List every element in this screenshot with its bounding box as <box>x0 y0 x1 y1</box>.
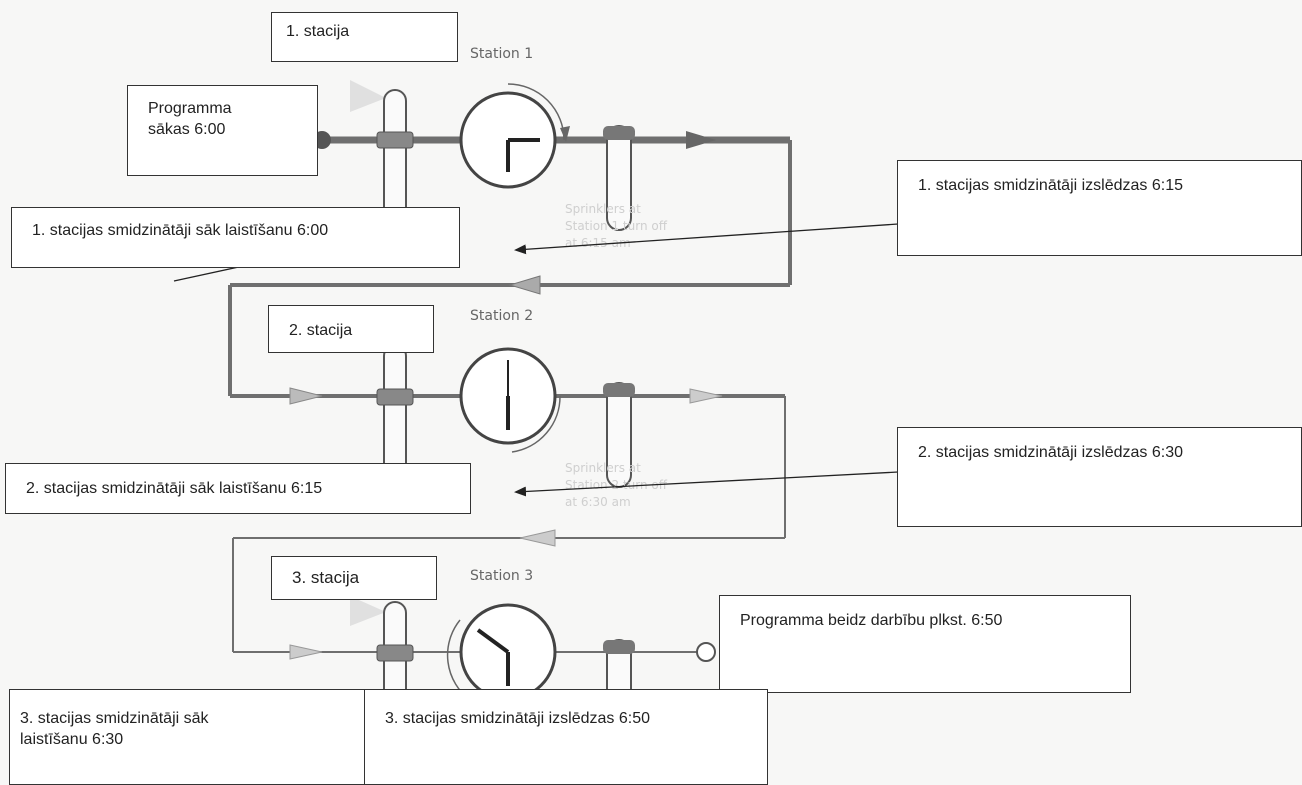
svg-text:Station 1 turn off: Station 1 turn off <box>565 219 668 233</box>
label-program-end: Programma beidz darbību plkst. 6:50 <box>719 595 1131 693</box>
label-station-3: 3. stacija <box>271 556 437 600</box>
label-station-1-start: 1. stacijas smidzinātāji sāk laistīšanu … <box>11 207 460 268</box>
flow-arrow-right <box>689 388 723 404</box>
station-label: Station 2 <box>470 308 533 324</box>
flow-arrow-right <box>289 644 323 660</box>
annotation-arrow <box>514 471 899 497</box>
annotation-arrow <box>514 223 899 255</box>
station-2-graphics: Station 2 Sprinklers at Station 2 turn o… <box>376 308 668 509</box>
label-program-start: Programma sākas 6:00 <box>127 85 318 176</box>
flow-arrow-left <box>508 275 541 295</box>
program-end-marker <box>696 642 716 662</box>
label-station-2-off: 2. stacijas smidzinātāji izslēdzas 6:30 <box>897 427 1302 527</box>
label-station-3-off: 3. stacijas smidzinātāji izslēdzas 6:50 <box>364 689 768 785</box>
water-spray-icon <box>350 596 386 626</box>
label-station-1: 1. stacija <box>271 12 458 62</box>
svg-text:Sprinklers at: Sprinklers at <box>565 461 641 475</box>
svg-text:Sprinklers at: Sprinklers at <box>565 202 641 216</box>
label-station-2: 2. stacija <box>268 305 434 353</box>
svg-text:at 6:30 am: at 6:30 am <box>565 495 631 509</box>
station-1-graphics: Station 1 Sprinklers at Station 1 turn o… <box>350 46 668 250</box>
label-station-3-start: 3. stacijas smidzinātāji sāk laistīšanu … <box>9 689 369 785</box>
station-label: Station 3 <box>470 568 533 584</box>
flow-arrow-right <box>686 131 716 149</box>
flow-arrow-left <box>519 529 556 547</box>
svg-text:at 6:15 am: at 6:15 am <box>565 236 631 250</box>
station-label: Station 1 <box>470 46 533 62</box>
flow-arrows <box>289 131 723 660</box>
label-station-2-start: 2. stacijas smidzinātāji sāk laistīšanu … <box>5 463 471 514</box>
flow-arrow-right <box>289 387 323 405</box>
label-station-1-off: 1. stacijas smidzinātāji izslēdzas 6:15 <box>897 160 1302 256</box>
water-spray-icon <box>350 80 386 112</box>
